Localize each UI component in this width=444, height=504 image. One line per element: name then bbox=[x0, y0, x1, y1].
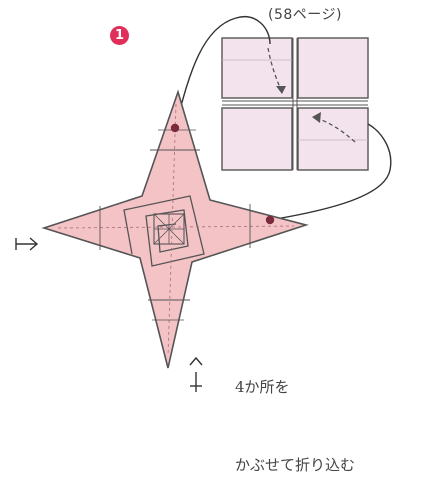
attach-point-right bbox=[265, 215, 275, 225]
connector-curves bbox=[174, 16, 392, 221]
page-reference: (58ページ) bbox=[268, 7, 342, 23]
folded-square-module bbox=[221, 37, 369, 171]
origami-diagram bbox=[15, 16, 392, 392]
step-number-badge: 1 bbox=[110, 26, 129, 45]
attach-point-top bbox=[170, 123, 180, 133]
left-push-arrow bbox=[15, 237, 39, 251]
instruction-text: 4か所を かぶせて折り込む bbox=[235, 322, 355, 504]
pocket-arrows bbox=[267, 47, 356, 143]
instruction-line-1: 4か所を bbox=[235, 378, 290, 396]
bottom-push-arrow bbox=[189, 356, 203, 392]
pinwheel-star bbox=[41, 89, 309, 369]
instruction-line-2: かぶせて折り込む bbox=[235, 456, 356, 474]
